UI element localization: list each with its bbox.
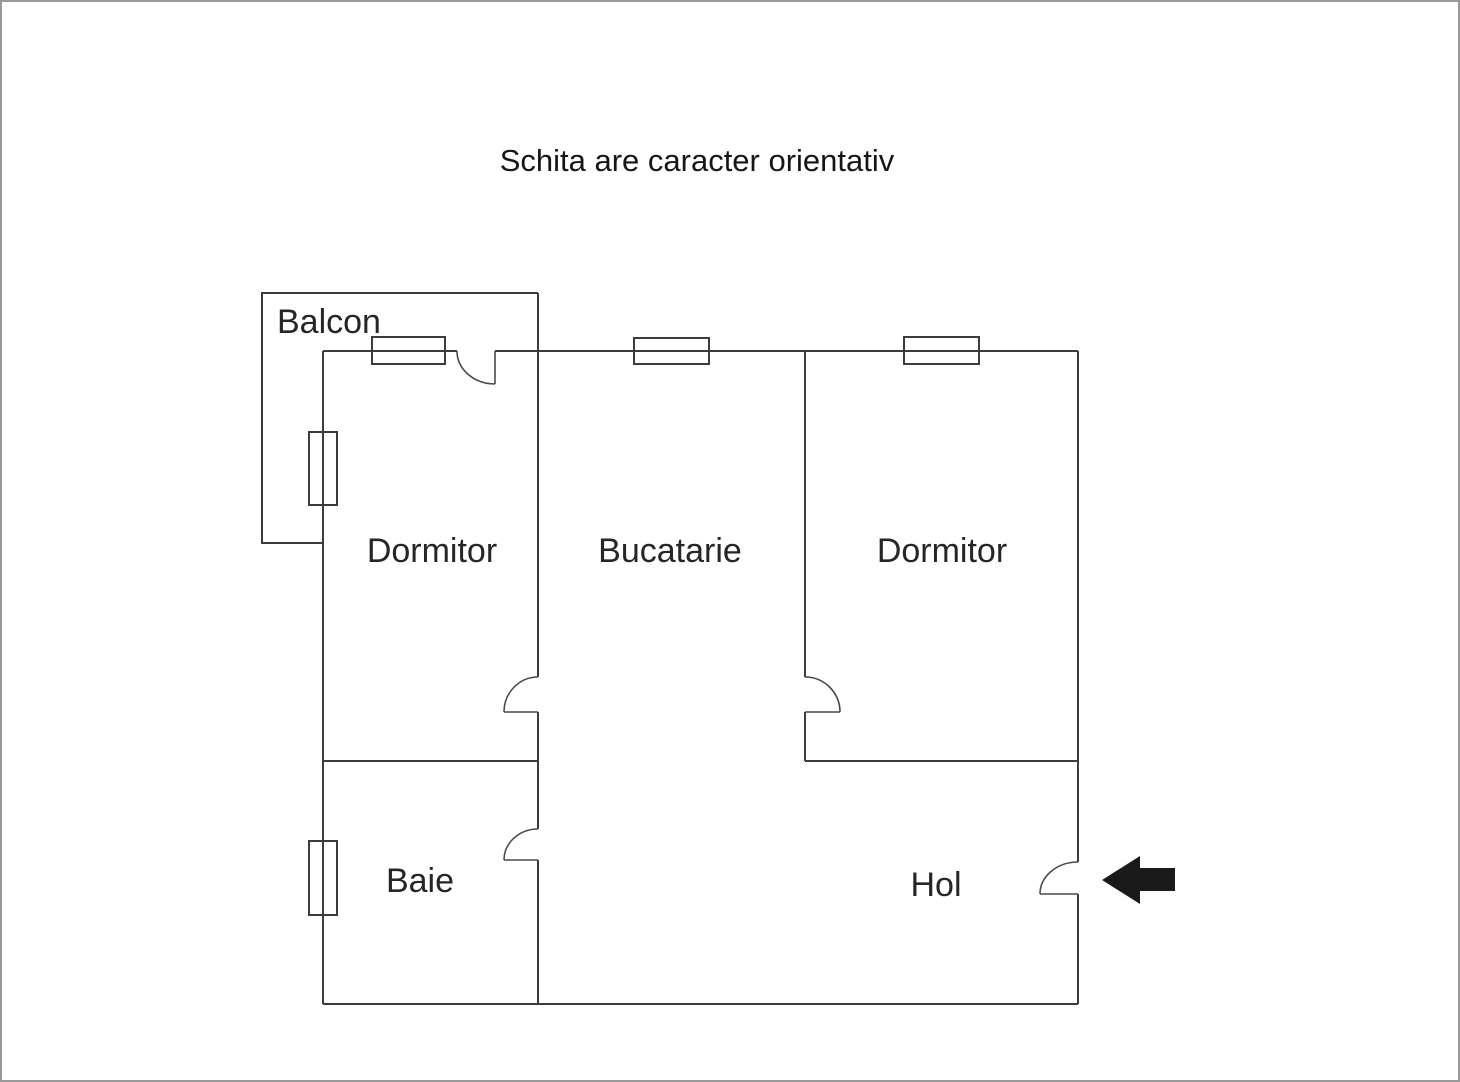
doors-group [456, 350, 1079, 895]
room-label-baie: Baie [386, 862, 454, 900]
door-swing-arc [503, 676, 539, 713]
entrance-arrow-icon [1102, 856, 1175, 904]
balcony-walls [261, 292, 538, 544]
room-label-bucatarie: Bucatarie [598, 532, 742, 570]
window-bucatarie-top [633, 337, 710, 365]
room-label-dormitor-left: Dormitor [367, 532, 497, 570]
door-baie [503, 828, 539, 861]
window-balcon-left [308, 431, 338, 506]
room-label-hol: Hol [910, 866, 961, 904]
window-dormitor-left-top [371, 336, 446, 365]
room-label-balcon: Balcon [277, 303, 381, 341]
windows-group [308, 336, 980, 916]
window-dormitor-right-top [903, 336, 980, 365]
door-dormitor-right [804, 676, 841, 713]
door-swing-arc [456, 350, 496, 385]
door-swing-arc [804, 676, 841, 713]
room-label-dormitor-right: Dormitor [877, 532, 1007, 570]
door-balcon-dormitor [456, 350, 496, 385]
door-swing-arc [1039, 861, 1079, 895]
labels-group: Schita are caracter orientativ Balcon Do… [277, 143, 1007, 904]
door-swing-arc [503, 828, 539, 861]
window-baie-left [308, 840, 338, 916]
sketch-title: Schita are caracter orientativ [500, 143, 895, 178]
door-dormitor-left [503, 676, 539, 713]
right-dormitor-walls [804, 351, 1078, 762]
walls-group [261, 292, 1079, 1005]
door-entrance [1039, 861, 1079, 895]
